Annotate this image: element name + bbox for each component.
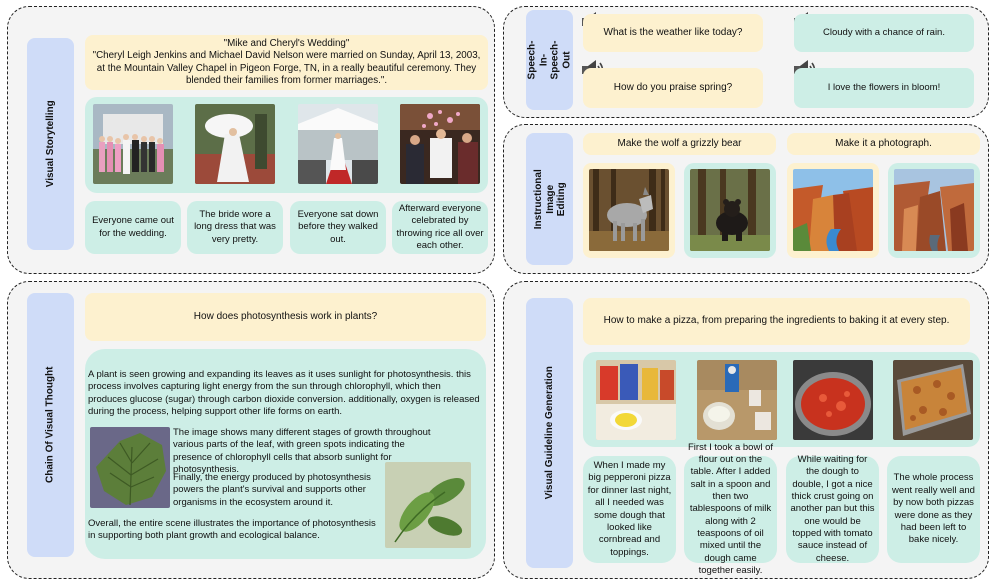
guideline-step: The whole process went really well and b… bbox=[887, 456, 980, 563]
celebration-image bbox=[400, 104, 480, 184]
label-visual-storytelling: Visual Storytelling bbox=[27, 38, 74, 250]
edit-instruction: Make it a photograph. bbox=[787, 133, 980, 155]
guideline-question: How to make a pizza, from preparing the … bbox=[583, 298, 970, 345]
tomato-sauce-pan-image bbox=[793, 360, 873, 440]
cot-paragraph: Finally, the energy produced by photosyn… bbox=[173, 472, 371, 508]
cot-paragraph: Overall, the entire scene illustrates th… bbox=[88, 518, 376, 542]
label-speech-in-speech-out: Speech-In- Speech-Out bbox=[526, 10, 573, 110]
speech-answer: Cloudy with a chance of rain. bbox=[794, 14, 974, 52]
flour-bowl-image bbox=[697, 360, 777, 440]
storytelling-caption: The bride wore a long dress that was ver… bbox=[187, 201, 283, 254]
bride-umbrella-image bbox=[195, 104, 275, 184]
cot-paragraph: The image shows many different stages of… bbox=[173, 427, 431, 476]
pizza-ingredients-image bbox=[596, 360, 676, 440]
speech-answer: I love the flowers in bloom! bbox=[794, 68, 974, 108]
green-leaves-image bbox=[385, 462, 471, 548]
edit-instruction: Make the wolf a grizzly bear bbox=[583, 133, 776, 155]
label-visual-guideline-generation: Visual Guideline Generation bbox=[526, 298, 573, 568]
wedding-group-image bbox=[93, 104, 173, 184]
canyon-photo-image bbox=[894, 169, 974, 251]
speech-question: How do you praise spring? bbox=[583, 68, 763, 108]
label-instructional-image-editing: Instructional Image Editing bbox=[526, 133, 573, 265]
baked-pizza-image bbox=[893, 360, 973, 440]
grizzly-bear-image bbox=[690, 169, 770, 251]
storytelling-caption: Afterward everyone celebrated by throwin… bbox=[392, 201, 488, 254]
wolf-image bbox=[589, 169, 669, 251]
storytelling-prompt: "Mike and Cheryl's Wedding" "Cheryl Leig… bbox=[85, 35, 488, 90]
guideline-step: When I made my big pepperoni pizza for d… bbox=[583, 456, 676, 563]
cot-question: How does photosynthesis work in plants? bbox=[85, 293, 486, 341]
leaf-closeup-image bbox=[90, 427, 170, 508]
canyon-painting-image bbox=[793, 169, 873, 251]
storytelling-caption: Everyone came out for the wedding. bbox=[85, 201, 181, 254]
wedding-tent-image bbox=[298, 104, 378, 184]
speech-question: What is the weather like today? bbox=[583, 14, 763, 52]
storytelling-caption: Everyone sat down before they walked out… bbox=[290, 201, 386, 254]
cot-paragraph: A plant is seen growing and expanding it… bbox=[88, 369, 480, 418]
label-chain-of-visual-thought: Chain Of Visual Thought bbox=[27, 293, 74, 557]
guideline-step: While waiting for the dough to double, I… bbox=[786, 454, 879, 564]
guideline-step: First I took a bowl of flour out on the … bbox=[684, 442, 777, 576]
